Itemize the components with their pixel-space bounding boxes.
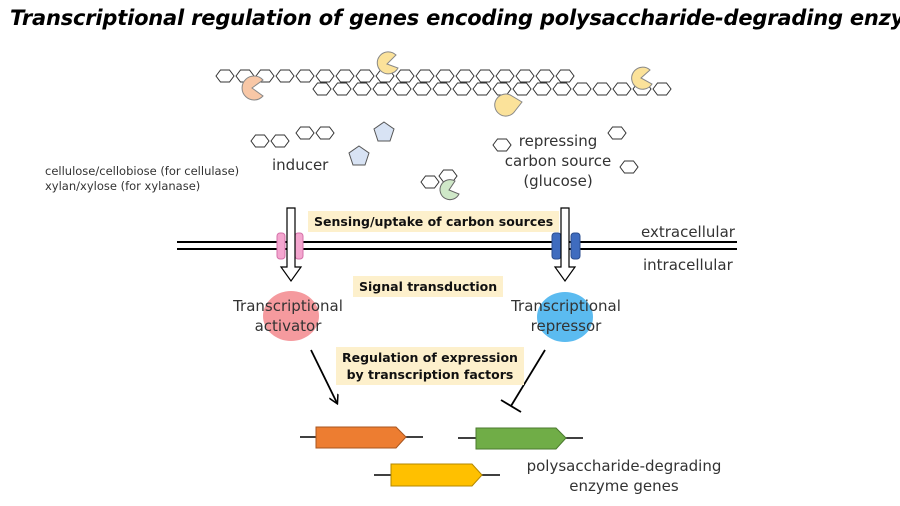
- chain-sugar-unit: [215, 69, 235, 83]
- transcriptional-activator-shape: [263, 291, 319, 341]
- chain-sugar-unit: [295, 69, 315, 83]
- oligosaccharide-unit: [295, 126, 315, 140]
- polysaccharide-chain-bottom: [312, 82, 672, 96]
- chain-sugar-unit: [335, 69, 355, 83]
- repressor-line-1: Transcriptional: [511, 297, 621, 315]
- transcriptional-repressor-shape: [537, 292, 593, 342]
- chain-sugar-unit: [572, 82, 592, 96]
- enzyme-yellow-icon: [494, 93, 523, 117]
- inducer-label: inducer: [272, 156, 329, 174]
- transcriptional-repressor-label: Transcriptional repressor: [504, 296, 628, 336]
- gene-orange-arrow: [315, 426, 407, 449]
- regulation-expression-box: Regulation of expression by transcriptio…: [336, 347, 524, 385]
- genes-line-1: polysaccharide-degrading: [526, 457, 722, 475]
- chain-sugar-unit: [455, 69, 475, 83]
- chain-sugar-unit: [495, 69, 515, 83]
- chain-sugar-unit: [592, 82, 612, 96]
- repressing-line-2: carbon source: [504, 152, 612, 170]
- glucose-hexagon-icon: [619, 160, 639, 174]
- chain-sugar-unit: [412, 82, 432, 96]
- repression-line: [510, 349, 546, 407]
- extracellular-label: extracellular: [641, 223, 735, 241]
- transporter-blue-left: [551, 232, 562, 260]
- oligosaccharide-unit: [250, 134, 270, 148]
- enzyme-yellow-icon: [376, 51, 399, 75]
- repressing-line-1: repressing: [518, 132, 598, 150]
- repression-bar: [500, 399, 522, 413]
- sensing-uptake-box: Sensing/uptake of carbon sources: [308, 211, 560, 232]
- chain-sugar-unit: [275, 69, 295, 83]
- chain-sugar-unit: [555, 69, 575, 83]
- chain-sugar-unit: [415, 69, 435, 83]
- uptake-arrow-left: [279, 207, 303, 283]
- inducer-example-1: cellulose/cellobiose (for cellulase): [45, 164, 240, 178]
- uptake-arrow-right: [553, 207, 577, 283]
- inducer-example-2: xylan/xylose (for xylanase): [45, 179, 201, 193]
- chain-sugar-unit: [372, 82, 392, 96]
- chain-sugar-unit: [395, 69, 415, 83]
- activator-line-1: Transcriptional: [233, 297, 343, 315]
- transporter-blue-right: [570, 232, 581, 260]
- glucose-pentagon-icon: [373, 121, 395, 142]
- glucose-pentagon-icon: [348, 145, 370, 166]
- chain-sugar-unit: [352, 82, 372, 96]
- signal-transduction-box: Signal transduction: [353, 276, 504, 297]
- transcriptional-activator-label: Transcriptional activator: [226, 296, 350, 336]
- chain-sugar-unit: [652, 82, 672, 96]
- oligosaccharide-unit: [270, 134, 290, 148]
- gene-yellow-arrow: [390, 463, 483, 487]
- chain-sugar-unit: [432, 82, 452, 96]
- chain-sugar-unit: [332, 82, 352, 96]
- enzyme-salmon-icon: [241, 75, 264, 101]
- chain-sugar-unit: [515, 69, 535, 83]
- chain-sugar-unit: [312, 82, 332, 96]
- glucose-hexagons: [492, 126, 639, 174]
- cellobiose-with-enzyme: [420, 169, 458, 189]
- chain-sugar-unit: [452, 82, 472, 96]
- gene-green-arrow: [475, 427, 567, 450]
- transporter-pink-left: [276, 232, 286, 260]
- transporter-pink-right: [294, 232, 304, 260]
- glucose-hexagon-icon: [607, 126, 627, 140]
- activation-arrow: [310, 349, 337, 403]
- intracellular-label: intracellular: [643, 256, 733, 274]
- oligosaccharide-unit: [315, 126, 335, 140]
- repressing-line-3: (glucose): [523, 172, 593, 190]
- inducer-molecules: [250, 126, 335, 148]
- chain-sugar-unit: [512, 82, 532, 96]
- polysaccharide-genes-label: polysaccharide-degrading enzyme genes: [515, 456, 733, 496]
- chain-sugar-unit: [612, 82, 632, 96]
- chain-sugar-unit: [472, 82, 492, 96]
- chain-sugar-unit: [552, 82, 572, 96]
- enzyme-green-icon: [439, 179, 460, 201]
- activator-line-2: activator: [254, 317, 322, 335]
- polysaccharide-chain-top: [215, 69, 575, 83]
- chain-sugar-unit: [435, 69, 455, 83]
- regulation-line-2: by transcription factors: [346, 367, 514, 382]
- glucose-hexagon-icon: [492, 138, 512, 152]
- chain-sugar-unit: [392, 82, 412, 96]
- repressing-carbon-source-label: repressing carbon source (glucose): [499, 131, 617, 191]
- cellobiose-unit: [420, 175, 440, 189]
- chain-sugar-unit: [492, 82, 512, 96]
- chain-sugar-unit: [355, 69, 375, 83]
- regulation-line-1: Regulation of expression: [342, 350, 518, 365]
- chain-sugar-unit: [532, 82, 552, 96]
- chain-sugar-unit: [315, 69, 335, 83]
- chain-sugar-unit: [475, 69, 495, 83]
- enzyme-yellow-icon: [631, 66, 653, 90]
- chain-sugar-unit: [535, 69, 555, 83]
- repressor-line-2: repressor: [530, 317, 602, 335]
- diagram-title: Transcriptional regulation of genes enco…: [10, 6, 900, 30]
- genes-line-2: enzyme genes: [569, 477, 679, 495]
- inducer-examples-label: cellulose/cellobiose (for cellulase) xyl…: [45, 164, 239, 194]
